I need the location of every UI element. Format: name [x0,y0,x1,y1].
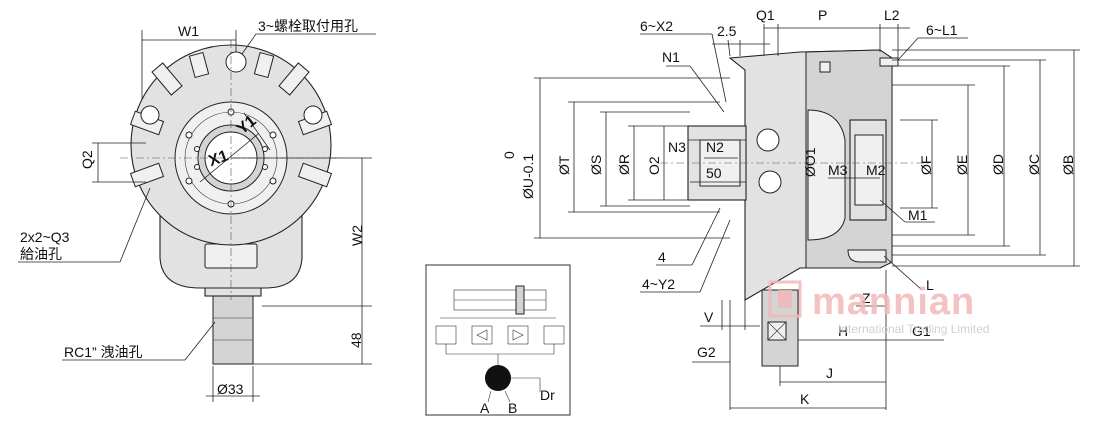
x1-label: X1 [206,147,230,170]
port-dr-label: Dr [540,387,555,403]
y1-dimension-line [243,112,271,151]
front-ribs [129,51,333,188]
n1-label: N1 [662,49,680,65]
front-view: X1 Y1 W1 3~螺栓取付用孔 Q2 2x2~Q3 給油孔 W2 48 RC… [18,18,376,402]
front-bolt-hole-right [303,105,323,125]
dim-4-label: 4 [658,249,666,265]
front-drain-shaft [212,291,254,365]
y2-label: 4~Y2 [642,276,675,292]
m3-label: M3 [828,162,848,178]
watermark-brand: mannian [812,281,975,323]
bolt-hole-note: 3~螺栓取付用孔 [258,18,358,34]
l1-label: 6~L1 [926,22,958,38]
front-bolt-hole-left [140,105,160,125]
dia-f-label: ØF [918,156,934,175]
v-label: V [704,309,714,325]
h-label: H [838,323,848,339]
n2-label: N2 [706,139,724,155]
schematic-check-valve-right [507,325,529,345]
dia-r-label: ØR [616,154,632,175]
k-label: K [800,391,810,407]
oil-feed-note-line1: 2x2~Q3 [20,229,70,245]
g1-label: G1 [912,323,931,339]
side-view: ØF ØE ØD ØC ØB 0 ØU-0.1 ØT ØS ØR O2 [501,7,1080,410]
brand-watermark: mannian International Trading Limited [768,280,989,336]
dia-o1-label: ØO1 [802,147,818,177]
g2-label: G2 [697,344,716,360]
side-piston-area [807,109,846,241]
dim-2-5-label: 2.5 [717,23,737,39]
q1-label: Q1 [756,7,775,23]
dia-c-label: ØC [1026,154,1042,175]
side-port-lower [758,170,782,194]
hydraulic-schematic: A B Dr [425,264,571,416]
side-port-upper [756,128,780,152]
dia-u-label: ØU-0.1 [520,154,536,199]
side-bolt [879,57,899,67]
schematic-rotary-joint [485,365,511,391]
dia-b-label: ØB [1060,155,1076,175]
left-diameter-dims [534,77,730,239]
port-a-label: A [480,400,490,416]
o2-label: O2 [646,156,662,175]
dim-50-label: 50 [706,165,722,181]
p-label: P [818,7,827,23]
watermark-logo-icon [768,280,802,318]
m1-label: M1 [908,207,928,223]
oil-feed-note-line2: 給油孔 [20,246,62,262]
q2-label: Q2 [79,150,95,169]
l-label: L [926,277,934,293]
dia-33-label: Ø33 [217,381,244,397]
n3-label: N3 [668,139,686,155]
watermark-logo-inner [778,290,792,308]
w1-label: W1 [178,23,199,39]
drain-note: RC1” 洩油孔 [64,344,143,360]
l2-label: L2 [884,7,900,23]
w2-label: W2 [349,225,365,246]
front-bolt-hole-top [225,51,247,73]
dia-u-tolerance: 0 [501,151,517,159]
schematic-check-valve-left [471,325,493,345]
dia-d-label: ØD [990,154,1006,175]
m2-label: M2 [866,162,886,178]
j-label: J [826,365,833,381]
right-diameter-dims [892,49,1080,267]
watermark-tagline: International Trading Limited [838,322,989,336]
dim-48-label: 48 [348,332,364,348]
z-label: Z [862,290,871,306]
dia-s-label: ØS [588,155,604,175]
dia-t-label: ØT [556,155,572,175]
dia-e-label: ØE [954,155,970,175]
port-b-label: B [508,400,517,416]
x1-dimension-line [199,133,259,183]
x2-label: 6~X2 [640,18,673,34]
